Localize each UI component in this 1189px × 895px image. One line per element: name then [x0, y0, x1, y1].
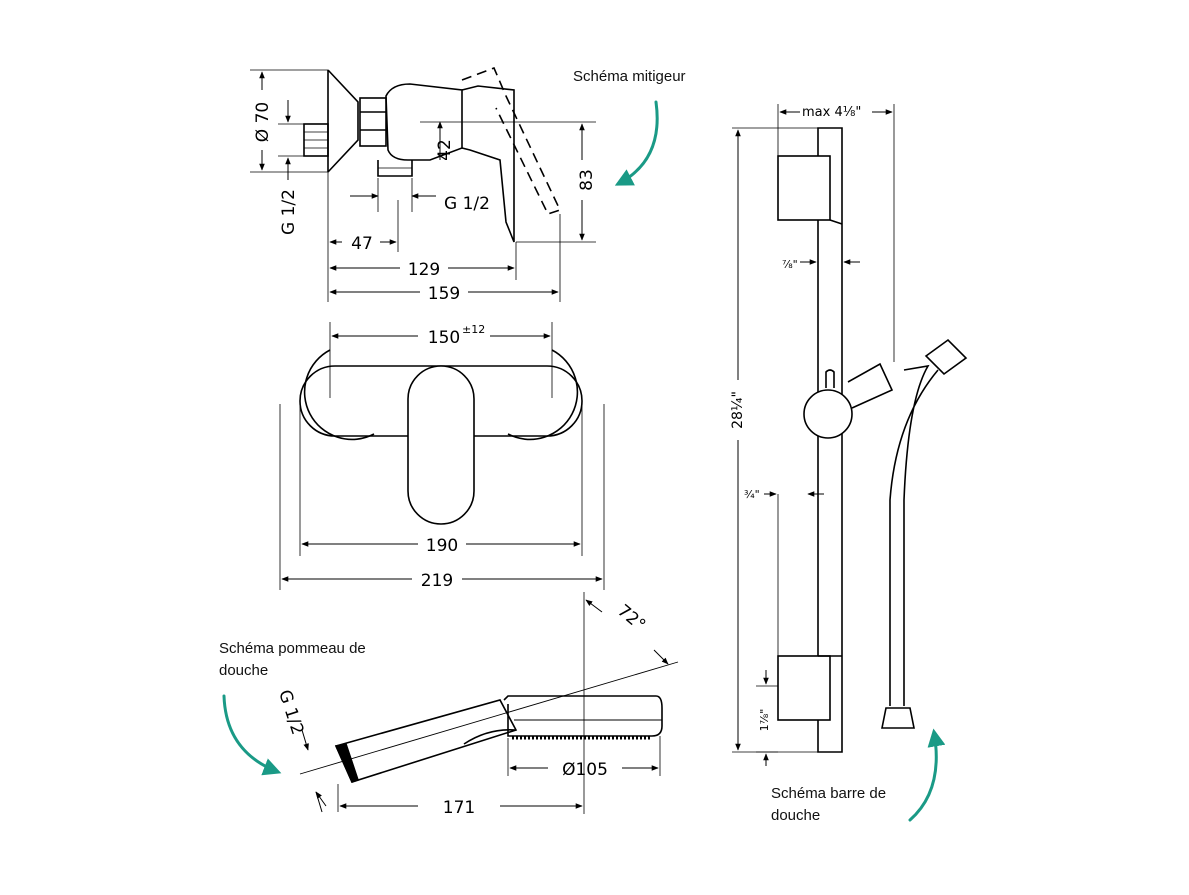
dim-150-tolerance: ±12 [462, 323, 485, 336]
dim-7-8: ⅞" [782, 258, 798, 271]
dim-159: 159 [428, 284, 460, 304]
callout-arrow-pommeau [222, 694, 282, 776]
handle-thread [334, 743, 360, 783]
dim-47: 47 [351, 234, 373, 254]
dim-g12-inlet: G 1/2 [279, 189, 299, 235]
hose-connector-top [924, 338, 968, 376]
wall-plate-outline [327, 69, 359, 173]
mixer-side-labels: Ø 70 G 1/2 42 G 1/2 83 47 129 159 [253, 102, 597, 304]
dim-171: 171 [443, 798, 475, 818]
dim-129: 129 [408, 260, 440, 280]
dim-1-7-8: 1⅞" [758, 709, 771, 732]
hand-shower-labels: 72° G 1/2 Ø105 171 [274, 601, 649, 818]
dim-g12-outlet: G 1/2 [444, 194, 490, 214]
dim-3-4: ¾" [744, 488, 760, 501]
handle-joint [463, 728, 517, 745]
dim-150: 150 [428, 328, 460, 348]
right-escutcheon [507, 349, 579, 441]
caption-barre: Schéma barre de douche [771, 785, 887, 824]
callout-arrow-barre [908, 728, 946, 822]
shower-bar-labels: max 4⅛" ⅞" 28¼" ¾" 1⅞" [730, 105, 861, 731]
lever [461, 85, 515, 243]
bottom-bracket [777, 655, 831, 721]
handle [334, 699, 518, 783]
callout-arrow-mitigeur [614, 100, 659, 186]
dim-max-4-1-8: max 4⅛" [802, 105, 861, 120]
lever-front [407, 365, 475, 525]
handset-holder [847, 362, 894, 409]
top-bracket [777, 155, 831, 221]
mixer-side-view [250, 66, 596, 302]
hand-shower-view [299, 592, 679, 814]
hose [889, 364, 939, 706]
callout-arrows [222, 100, 946, 822]
dim-190: 190 [426, 536, 458, 556]
left-escutcheon [303, 349, 375, 441]
dim-42: 42 [435, 139, 455, 161]
dim-219: 219 [421, 571, 453, 591]
hex-nut [359, 97, 387, 147]
mixer-front-labels: 150 ±12 190 219 [421, 323, 485, 591]
dim-28-1-4: 28¼" [730, 391, 746, 429]
axis-line [299, 661, 679, 775]
dim-72-angle: 72° [613, 601, 649, 636]
slider [803, 389, 853, 439]
slider-knob [825, 369, 835, 388]
dim-g12-hand: G 1/2 [274, 688, 307, 738]
shower-bar-view [732, 104, 968, 766]
rail [817, 127, 843, 753]
caption-mitigeur: Schéma mitigeur [573, 68, 686, 85]
caption-pommeau: Schéma pommeau de douche [219, 640, 366, 679]
dim-83: 83 [577, 169, 597, 191]
shower-head [503, 695, 663, 737]
dim-d105: Ø105 [562, 760, 608, 780]
mixer-front-view [279, 322, 605, 590]
hose-connector-bottom [881, 707, 915, 729]
mixer-body [385, 83, 463, 161]
dim-d70: Ø 70 [253, 102, 273, 142]
